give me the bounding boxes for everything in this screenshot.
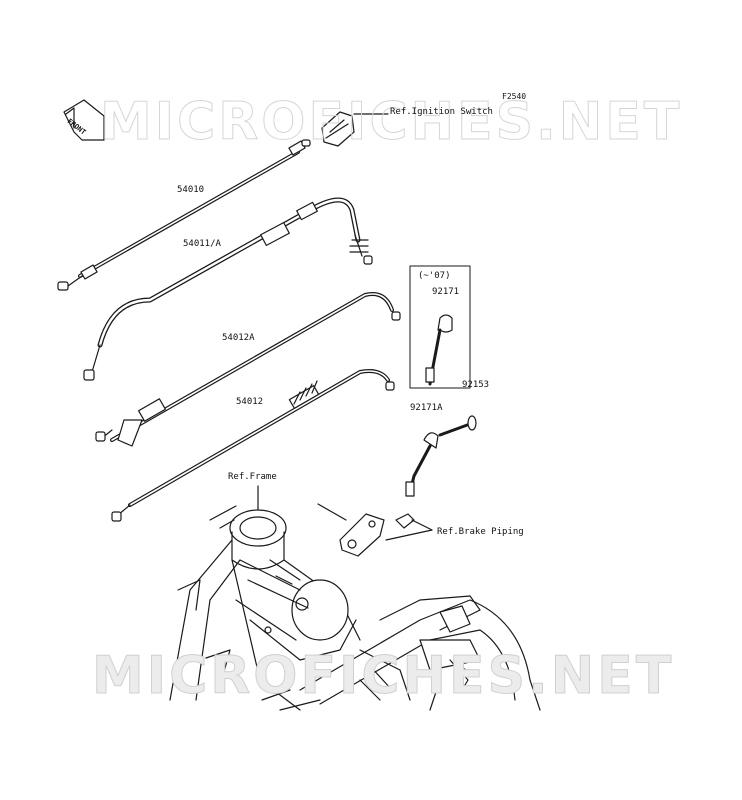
label-ref-brake-piping: Ref.Brake Piping — [437, 527, 524, 537]
bolt-92153 — [438, 415, 477, 437]
label-92153: 92153 — [462, 380, 490, 390]
cable-54011a — [83, 197, 373, 381]
diagram-code: F2540 — [502, 92, 527, 101]
brake-piping-bracket — [317, 503, 433, 557]
watermark-bottom: MICROFICHES.NET — [91, 646, 675, 706]
watermark-top: MICROFICHES.NET — [99, 92, 683, 152]
ignition-switch-bracket — [321, 111, 389, 147]
front-arrow-icon — [63, 99, 105, 141]
label-ref-frame: Ref.Frame — [228, 472, 277, 482]
label-92171a: 92171A — [410, 403, 443, 413]
cable-54012 — [111, 369, 395, 522]
label-54012a: 54012A — [222, 333, 255, 343]
inset-box-pre-07 — [409, 265, 471, 389]
label-54010: 54010 — [177, 185, 205, 195]
label-54012: 54012 — [236, 397, 264, 407]
cable-54010 — [57, 139, 311, 291]
label-54011a: 54011/A — [183, 239, 221, 249]
clamp-92171a — [405, 432, 439, 497]
cable-54012a — [95, 292, 401, 447]
label-year-note: (~'07) — [418, 271, 451, 281]
frame-assembly — [169, 485, 541, 711]
label-92171: 92171 — [432, 287, 460, 297]
label-ref-ignition-switch: Ref.Ignition Switch — [390, 107, 493, 117]
